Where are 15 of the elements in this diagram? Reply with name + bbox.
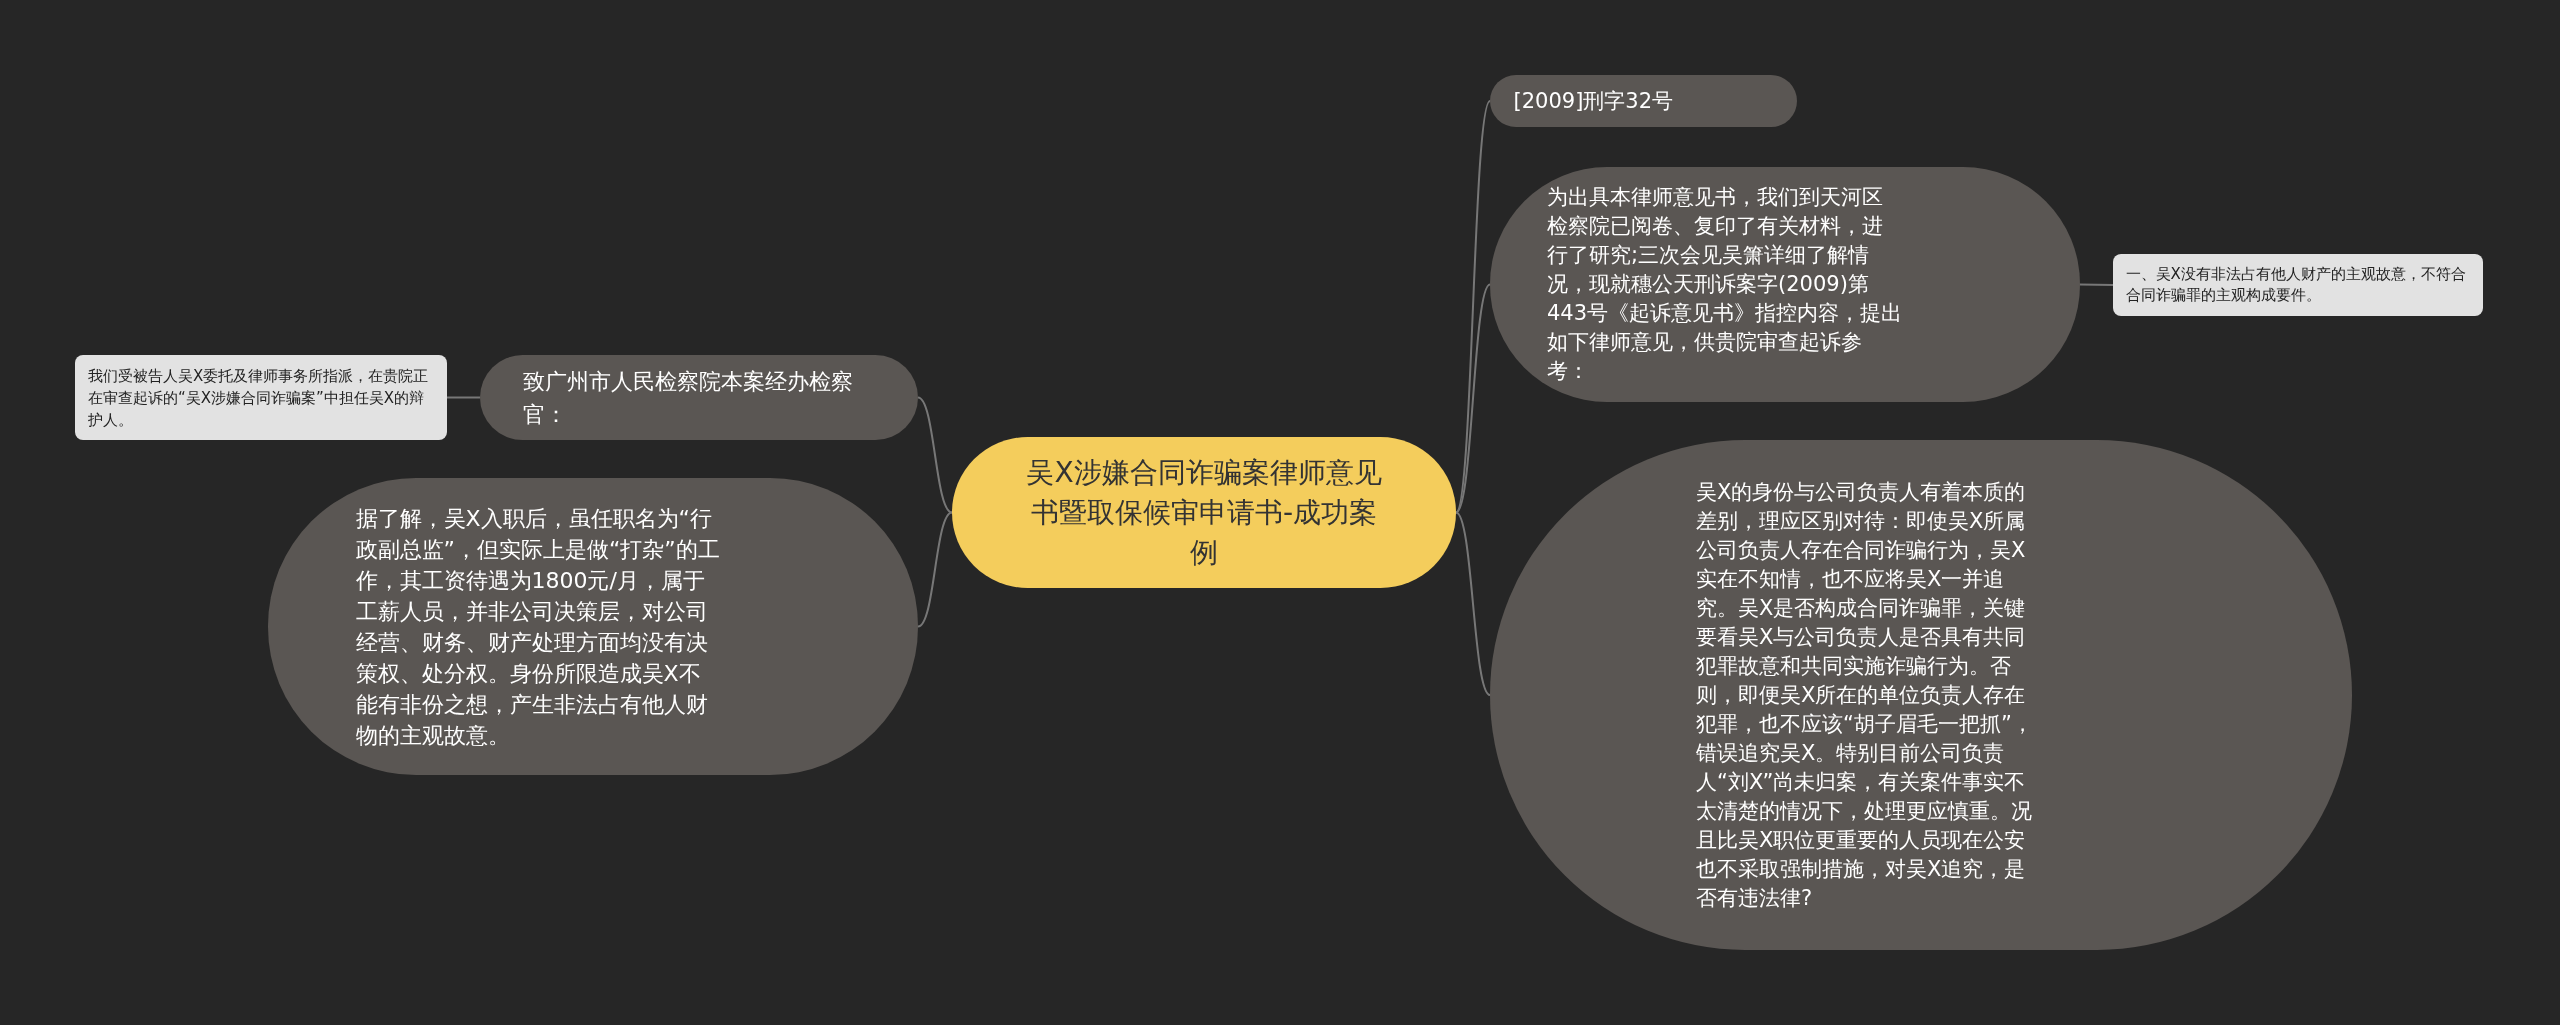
connector-line bbox=[917, 396, 953, 514]
connector-line bbox=[1455, 100, 1491, 514]
topic-bubble: 致广州市人民检察院本案经办检察官： bbox=[480, 355, 918, 440]
connector-line bbox=[446, 396, 481, 399]
connector-line bbox=[1455, 283, 1491, 514]
topic-bubble: [2009]刑字32号 bbox=[1490, 75, 1797, 127]
topic-bubble: 据了解，吴X入职后，虽任职名为“行政副总监”，但实际上是做“打杂”的工作，其工资待遇为1800元/月，属于工薪人员，并非公司决策层，对公司经营、财务、财产处理方面均没有决策权、处分权。身份所限造成吴X不能有非份之想，产生非法占有他人财物的主观故意。 bbox=[268, 478, 918, 775]
central-topic-bubble: 吴X涉嫌合同诈骗案律师意见书暨取保候审申请书-成功案例 bbox=[952, 437, 1456, 588]
note-box: 一、吴X没有非法占有他人财产的主观故意，不符合合同诈骗罪的主观构成要件。 bbox=[2113, 254, 2483, 316]
topic-bubble: 吴X的身份与公司负责人有着本质的差别，理应区别对待：即使吴X所属公司负责人存在合同诈骗行为，吴X实在不知情，也不应将吴X一并追究。吴X是否构成合同诈骗罪，关键要看吴X与公司负责人是否具有共同犯罪故意和共同实施诈骗行为。否则，即便吴X所在的单位负责人存在犯罪，也不应该“胡子眉毛一把抓”，错误追究吴X。特别目前公司负责人“刘X”尚未归案，有关案件事实不太清楚的情况下，处理更应慎重。况且比吴X职位更重要的人员现在公安也不采取强制措施，对吴X追究，是否有违法律? bbox=[1490, 440, 2352, 950]
connector-line bbox=[1455, 511, 1491, 696]
connector-line bbox=[917, 511, 953, 628]
topic-bubble: 为出具本律师意见书，我们到天河区检察院已阅卷、复印了有关材料，进行了研究;三次会见吴箫详细了解情况，现就穗公天刑诉案字(2009)第443号《起诉意见书》指控内容，提出如下律师意见，供贵院审查起诉参考： bbox=[1490, 167, 2080, 402]
connector-line bbox=[2079, 283, 2114, 286]
note-box: 我们受被告人吴X委托及律师事务所指派，在贵院正在审查起诉的“吴X涉嫌合同诈骗案”中担任吴X的辩护人。 bbox=[75, 355, 447, 440]
